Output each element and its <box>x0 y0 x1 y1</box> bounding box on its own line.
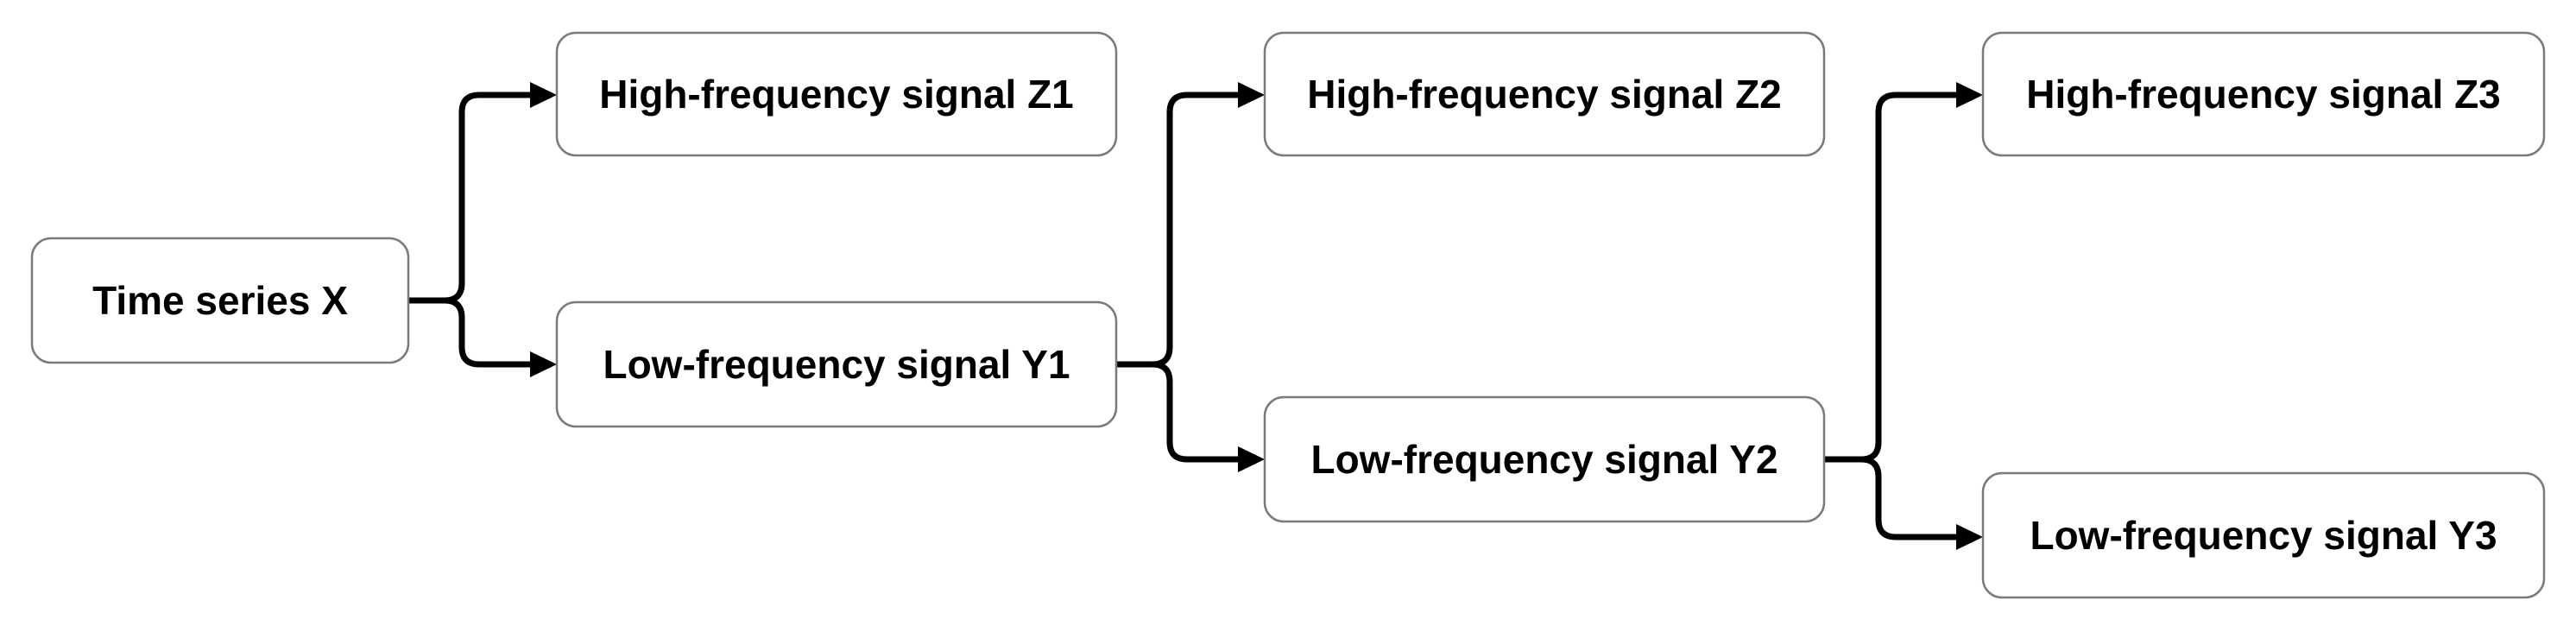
arrowhead-z1 <box>530 82 557 108</box>
node-label: Time series X <box>92 278 348 323</box>
node-label: High-frequency signal Z2 <box>1307 72 1782 117</box>
node-label: Low-frequency signal Y1 <box>603 342 1070 387</box>
edges <box>408 82 1983 550</box>
edge-y2-to-y3 <box>1860 456 1960 540</box>
node-label: Low-frequency signal Y3 <box>2030 513 2497 558</box>
arrowhead-z3 <box>1956 82 1983 108</box>
node-low-frequency-y1: Low-frequency signal Y1 <box>555 300 1118 428</box>
node-label: High-frequency signal Z3 <box>2026 72 2501 117</box>
edge-x-to-y1 <box>444 297 534 368</box>
arrowhead-y1 <box>530 351 557 377</box>
node-high-frequency-z3: High-frequency signal Z3 <box>1981 31 2546 157</box>
node-time-series-x: Time series X <box>30 237 410 364</box>
edge-y1-to-z2 <box>1116 92 1241 368</box>
edge-x-to-z1 <box>408 92 534 304</box>
arrowhead-z2 <box>1238 82 1265 108</box>
node-high-frequency-z1: High-frequency signal Z1 <box>555 31 1118 157</box>
arrowhead-y2 <box>1238 446 1265 472</box>
node-high-frequency-z2: High-frequency signal Z2 <box>1263 31 1826 157</box>
edge-y1-to-y2 <box>1152 361 1241 463</box>
node-label: High-frequency signal Z1 <box>599 72 1074 117</box>
node-label: Low-frequency signal Y2 <box>1310 437 1777 482</box>
node-low-frequency-y3: Low-frequency signal Y3 <box>1981 471 2546 599</box>
arrowhead-y3 <box>1956 524 1983 550</box>
node-low-frequency-y2: Low-frequency signal Y2 <box>1263 395 1826 523</box>
edge-y2-to-z3 <box>1824 92 1960 463</box>
